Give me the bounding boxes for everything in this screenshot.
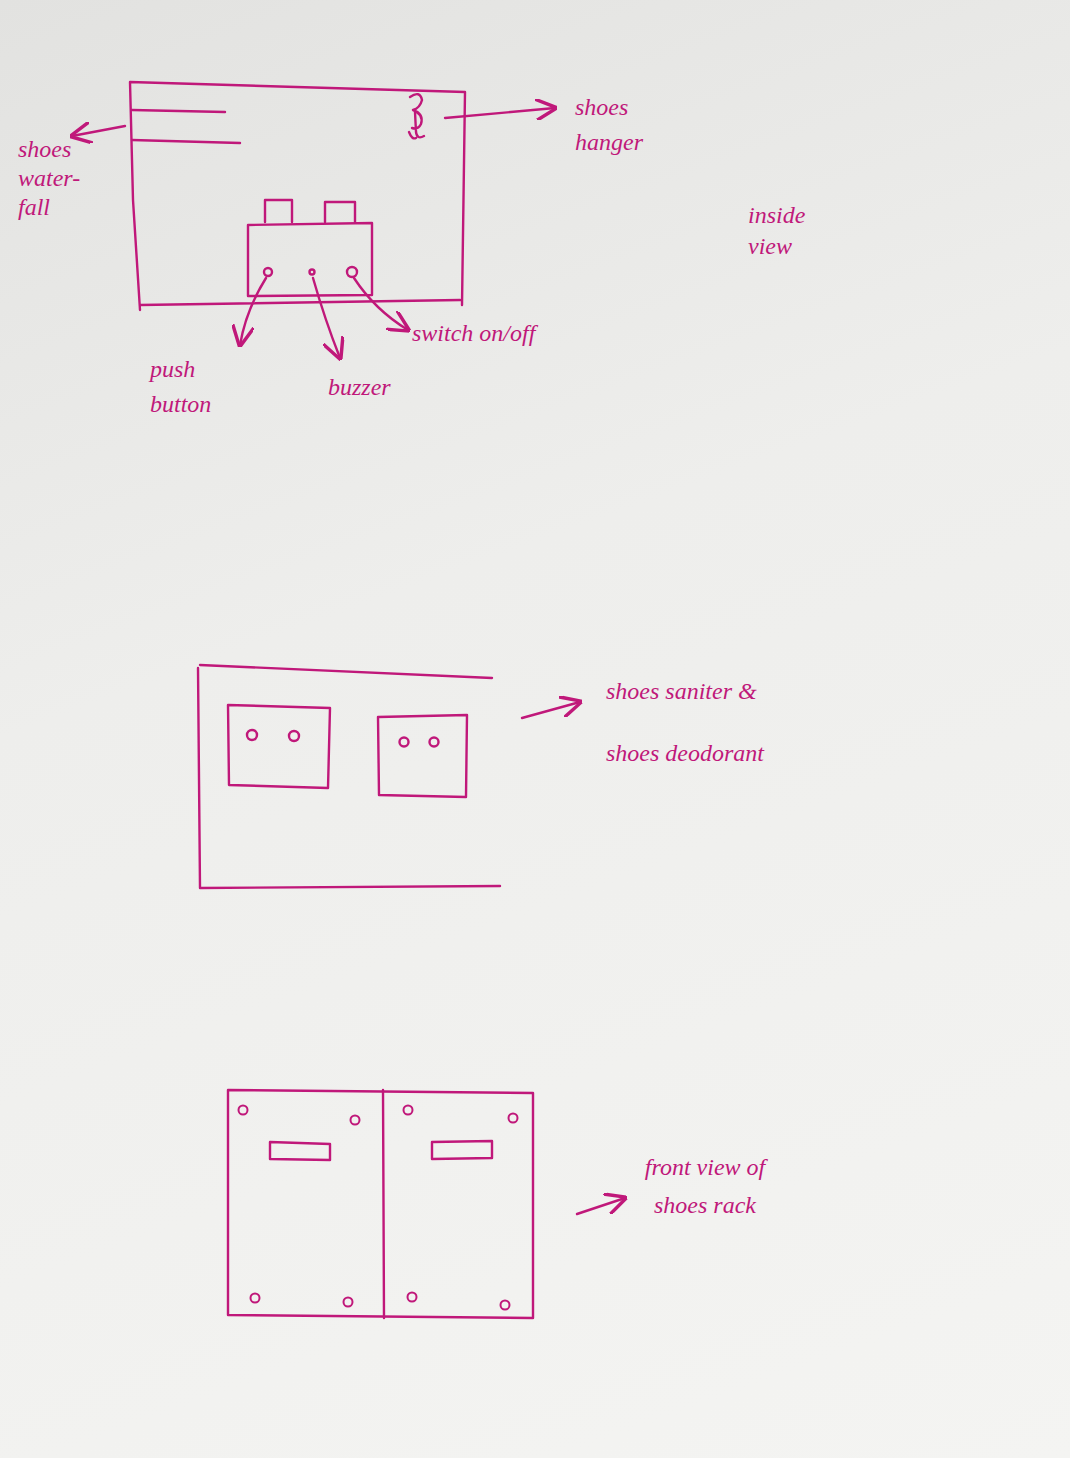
- sanitizer-panel: [198, 665, 500, 888]
- part-label: shoes saniter & shoes deodorant: [606, 660, 796, 785]
- nozzle: [400, 738, 409, 747]
- deodorant-box: [378, 715, 467, 797]
- waterfall-shelf: [132, 110, 240, 143]
- leader-arrow: [313, 278, 340, 358]
- nozzle: [247, 730, 257, 740]
- part-label: shoes hanger: [575, 90, 685, 160]
- control-tabs: [265, 200, 355, 222]
- rack-screws: [239, 1106, 518, 1310]
- leader-arrow: [577, 1198, 625, 1214]
- nozzle: [289, 731, 299, 741]
- sanitizer-box: [228, 705, 330, 788]
- buzzer-symbol: [310, 270, 315, 275]
- door-handle: [270, 1141, 492, 1160]
- switch-symbol: [347, 267, 357, 277]
- leader-arrow: [354, 278, 408, 330]
- rack-divider: [383, 1090, 384, 1318]
- rack-outline: [228, 1090, 533, 1318]
- leader-arrow: [522, 702, 580, 718]
- housing-outline: [130, 82, 465, 310]
- part-label: switch on/off: [412, 318, 535, 349]
- push-button-symbol: [264, 268, 272, 276]
- control-box: [248, 223, 372, 296]
- leader-arrow: [240, 278, 266, 345]
- part-label: push button: [150, 352, 250, 422]
- nozzle: [430, 738, 439, 747]
- part-label: shoes water-fall: [18, 135, 94, 221]
- shoe-hanger-hook: [409, 94, 424, 138]
- leader-arrow: [72, 126, 125, 136]
- view-note: front view of shoes rack: [640, 1148, 770, 1225]
- leader-arrow: [445, 108, 555, 118]
- view-note: inside view: [748, 200, 838, 262]
- part-label: buzzer: [328, 372, 391, 403]
